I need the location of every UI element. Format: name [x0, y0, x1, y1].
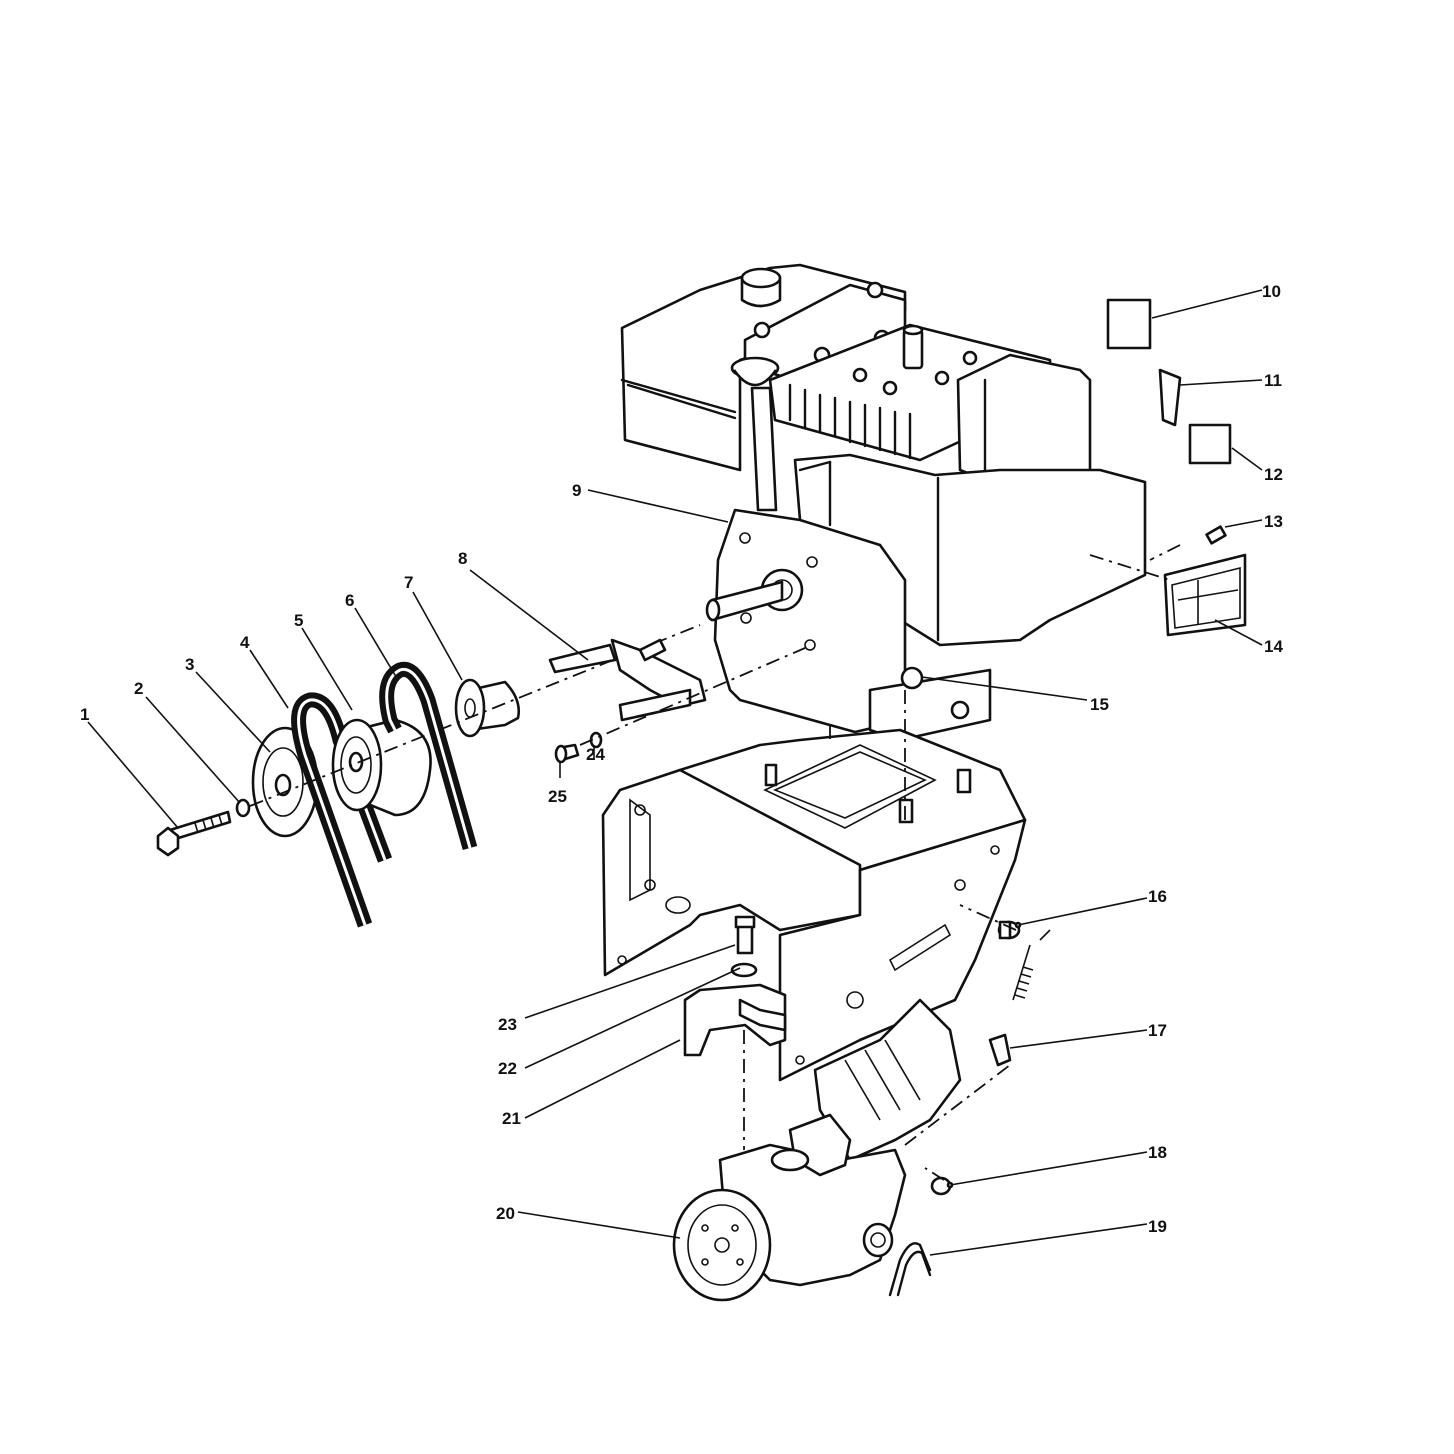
pulley-7	[454, 678, 520, 738]
bolt-23	[734, 915, 756, 955]
callout-15: 15	[1090, 695, 1109, 714]
gear-case-20	[672, 1113, 907, 1302]
callout-2: 2	[134, 679, 143, 698]
decal-14	[1163, 553, 1247, 637]
decals	[1106, 298, 1247, 637]
leader-lines	[87, 289, 1263, 1256]
callout-13: 13	[1264, 512, 1283, 531]
callout-3: 3	[185, 655, 194, 674]
callout-24: 24	[586, 745, 605, 764]
screw-25	[554, 743, 580, 764]
callout-12: 12	[1264, 465, 1283, 484]
callout-11: 11	[1264, 371, 1282, 390]
callout-20: 20	[496, 1204, 515, 1223]
callout-9: 9	[572, 481, 581, 500]
callout-16: 16	[1148, 887, 1167, 906]
decal-11	[1158, 368, 1182, 427]
callout-10: 10	[1262, 282, 1281, 301]
callout-25: 25	[548, 787, 567, 806]
callout-7: 7	[404, 573, 413, 592]
callout-4: 4	[240, 633, 250, 652]
engine	[620, 263, 1147, 742]
callout-6: 6	[345, 591, 354, 610]
bolt-16	[997, 920, 1021, 940]
callout-21: 21	[502, 1109, 521, 1128]
bolt-1	[156, 810, 232, 857]
callout-14: 14	[1264, 637, 1283, 656]
belt-6	[379, 661, 478, 851]
pulley-5	[331, 718, 432, 817]
leader-ends	[946, 921, 1022, 1189]
callout-labels: 1 2 3 4 5 6 7 8 9 10 11 12 13 14 15 16 1…	[80, 282, 1283, 1236]
bracket-8	[548, 638, 707, 722]
callout-5: 5	[294, 611, 303, 630]
pulley-stack	[156, 624, 701, 928]
callout-17: 17	[1148, 1021, 1167, 1040]
decal-10	[1106, 298, 1152, 350]
nut-22	[730, 962, 758, 978]
screw-13	[1205, 525, 1227, 545]
belt-4	[291, 692, 393, 928]
callout-8: 8	[458, 549, 467, 568]
linkage-17	[988, 929, 1051, 1067]
callout-1: 1	[80, 705, 89, 724]
frame	[601, 728, 1027, 1162]
washer-2	[235, 798, 251, 818]
center-lines	[743, 544, 1181, 1181]
decal-12	[1188, 423, 1232, 465]
callout-18: 18	[1148, 1143, 1167, 1162]
callout-19: 19	[1148, 1217, 1167, 1236]
hose-19	[888, 1242, 932, 1297]
callout-22: 22	[498, 1059, 517, 1078]
callout-23: 23	[498, 1015, 517, 1034]
